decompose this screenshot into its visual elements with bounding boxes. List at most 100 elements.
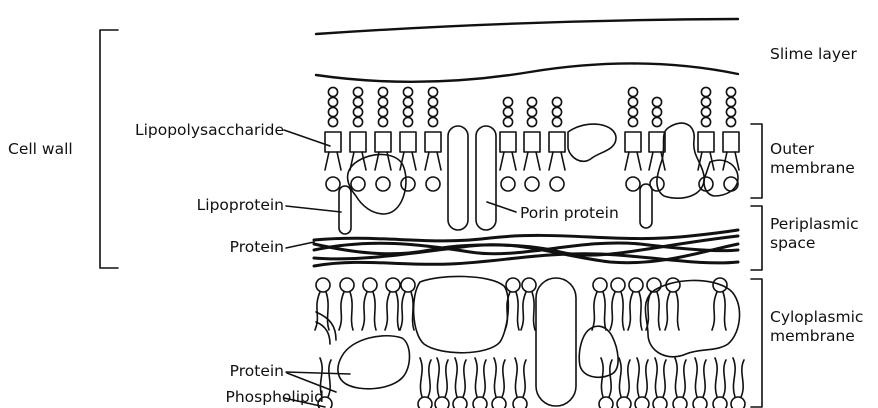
lipoprotein-label: Lipoprotein [197,196,284,215]
sugar-bead [628,107,637,116]
porin-protein-label: Porin protein [520,204,619,223]
phospholipid-tails [400,292,414,330]
phospholipid-tails [619,358,630,397]
cell-wall-bracket [100,30,118,268]
lipid-a-head [401,177,415,191]
sugar-bead [328,97,337,106]
phospholipid-tails [695,358,706,397]
phospholipid-tails [494,358,505,397]
sugar-bead [353,117,362,126]
phospholipid [385,278,400,330]
lipid-a-head [550,177,564,191]
phospholipid [473,358,487,408]
phospholipid [617,358,631,408]
leader-line [286,242,314,248]
lps-head [500,132,516,152]
cytoplasmic-membrane-protein [414,276,509,352]
phospholipid-tails [475,358,486,397]
sugar-bead [403,117,412,126]
phospholipid [339,278,354,330]
phospholipid-tails [675,358,686,397]
phospholipid-tails [712,292,726,330]
phospholipid [400,278,415,330]
outer-membrane-label-line1: Outer [770,140,814,158]
lps-head [350,132,366,152]
lps-tails [425,152,441,170]
phospholipid [362,278,377,330]
sugar-bead [652,107,661,116]
sugar-bead [328,117,337,126]
sugar-bead [403,107,412,116]
phospholipid [693,358,707,408]
lps-head [649,132,665,152]
phospholipid-head [316,278,330,292]
sugar-bead [701,107,710,116]
phospholipid [646,278,661,330]
phospholipid-head [693,397,707,408]
phospholipid [610,278,625,330]
lipopolysaccharide-label: Lipopolysaccharide [135,121,284,140]
sugar-bead [503,117,512,126]
slime-layer-top-line [316,19,738,34]
cytoplasmic-membrane-protein [338,336,410,389]
leader-line [286,372,350,374]
sugar-bead [701,117,710,126]
sugar-bead [428,117,437,126]
lipid-a-head [626,177,640,191]
lipopolysaccharide-unit [325,87,341,191]
phospholipid [635,358,649,408]
lps-head [524,132,540,152]
cytoplasmic-membrane-protein [579,326,618,377]
phospholipid-head [522,278,536,292]
sugar-bead [378,97,387,106]
phospholipid [713,358,727,408]
lipid-a-head [724,177,738,191]
slime-layer-label: Slime layer [770,45,857,64]
outer-membrane-label-line2: membrane [770,159,855,177]
sugar-bead [726,107,735,116]
lps-head [625,132,641,152]
phospholipid-tails [610,292,624,330]
lps-head [549,132,565,152]
phospholipid-head [593,278,607,292]
sugar-bead [428,97,437,106]
lps-tails [524,152,540,170]
phospholipid-tails [733,358,744,397]
phospholipid-head [492,397,506,408]
sugar-bead [503,97,512,106]
cytoplasmic-membrane-protein [645,280,739,356]
cell-wall-label: Cell wall [8,140,73,159]
sugar-bead [378,117,387,126]
phospholipid-head [713,397,727,408]
phospholipid-tails [637,358,648,397]
lps-tails [400,152,416,170]
sugar-bead [628,97,637,106]
sugar-bead [403,87,412,96]
lipopolysaccharide-unit [350,87,366,191]
phospholipid-head [473,397,487,408]
cytoplasmic-membrane-label-line1: Cyloplasmic [770,308,863,326]
phospholipid-head [386,278,400,292]
sugar-bead [552,107,561,116]
sugar-bead [628,87,637,96]
lipid-a-head [326,177,340,191]
phospholipid [673,358,687,408]
sugar-bead [353,87,362,96]
sugar-bead [428,107,437,116]
phospholipid-tails [420,358,431,397]
phospholipid-head [731,397,745,408]
phospholipid [418,358,432,408]
lps-head [325,132,341,152]
phospholipid [653,358,667,408]
phospholipid-tails [665,292,679,330]
phospholipid-tails [521,292,535,330]
phospholipid-head [635,397,649,408]
sugar-bead [552,97,561,106]
lps-head [375,132,391,152]
sugar-bead [527,117,536,126]
periplasmic-space-bracket [751,206,762,270]
phospholipid [521,278,536,330]
sugar-bead [353,107,362,116]
